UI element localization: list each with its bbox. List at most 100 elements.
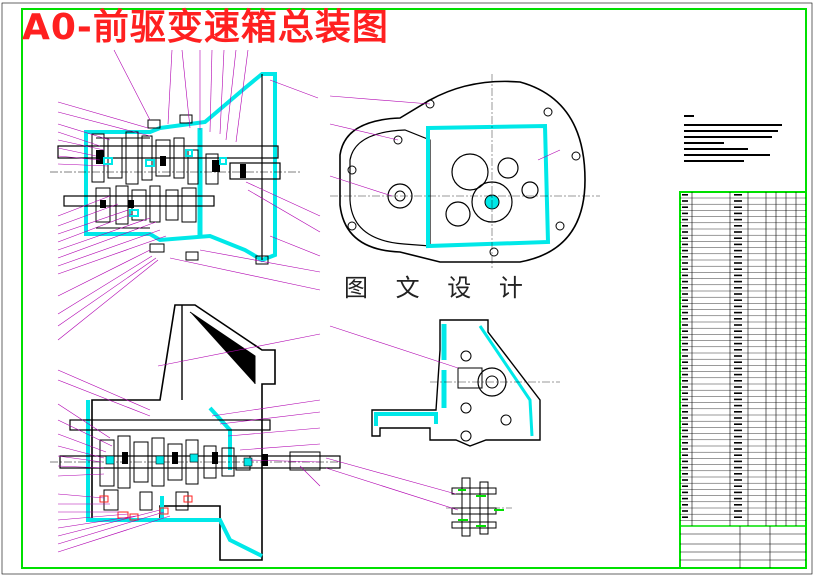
title-block-mark	[682, 311, 688, 314]
title-block-mark	[682, 417, 688, 419]
title-block-mark	[734, 212, 742, 215]
title-block-mark	[734, 237, 742, 239]
title-block-mark	[734, 392, 742, 394]
title-block-mark	[734, 466, 742, 469]
title-block-mark	[734, 510, 742, 512]
title-block-mark	[734, 256, 742, 258]
title-block-mark	[682, 336, 688, 339]
title-block-mark	[734, 460, 742, 463]
end-view-top	[330, 74, 600, 270]
title-block-mark	[682, 262, 688, 264]
title-block-mark	[682, 392, 688, 394]
title-block-mark	[682, 367, 688, 370]
title-block-mark	[682, 485, 688, 487]
leader-lines-bottom-center	[325, 325, 459, 511]
title-block-mark	[734, 336, 742, 339]
title-block-mark	[734, 293, 742, 295]
title-block-mark	[734, 349, 742, 351]
title-block-mark	[734, 479, 742, 481]
title-block-mark	[734, 299, 742, 301]
title-block-mark	[682, 287, 688, 289]
title-block-mark	[682, 330, 688, 332]
title-block-mark	[734, 218, 742, 221]
title-block-mark	[734, 497, 742, 500]
title-block-mark	[734, 516, 742, 518]
title-block-mark	[734, 361, 742, 363]
title-block-mark	[734, 342, 742, 345]
title-block-mark	[734, 398, 742, 401]
title-block-mark	[682, 404, 688, 407]
title-block-mark	[682, 206, 688, 208]
title-block-mark	[682, 200, 688, 202]
title-block-mark	[682, 293, 688, 295]
title-block-mark	[734, 262, 742, 264]
title-block-mark	[734, 411, 742, 413]
section-view-bottom-left	[50, 304, 341, 561]
leader-lines-top-left	[57, 49, 321, 341]
technical-notes	[684, 115, 782, 162]
title-block-mark	[734, 454, 742, 456]
title-block-mark	[682, 510, 688, 512]
title-block-mark	[682, 318, 688, 320]
title-block-mark	[734, 380, 742, 382]
title-block-mark	[734, 442, 742, 444]
title-block-mark	[682, 460, 688, 463]
title-block-mark	[734, 206, 742, 208]
title-block-mark	[682, 466, 688, 469]
title-block	[679, 191, 807, 569]
title-block-mark	[682, 349, 688, 351]
title-block-mark	[682, 516, 688, 518]
title-block-mark	[734, 504, 742, 506]
section-view-bottom-center	[371, 319, 560, 447]
title-block-mark	[682, 497, 688, 500]
title-block-mark	[682, 398, 688, 401]
title-block-mark	[682, 448, 688, 450]
title-block-mark	[682, 231, 688, 233]
title-block-mark	[682, 249, 688, 252]
title-block-mark	[682, 305, 688, 308]
title-block-mark	[734, 249, 742, 252]
title-block-mark	[682, 225, 688, 227]
title-block-mark	[734, 324, 742, 326]
title-block-mark	[682, 423, 688, 425]
title-block-mark	[734, 435, 742, 438]
title-block-mark	[682, 243, 688, 246]
title-block-mark	[734, 473, 742, 475]
watermark-text: 图 文 设 计	[340, 273, 537, 303]
title-block-mark	[734, 404, 742, 407]
title-block-mark	[682, 386, 688, 388]
title-block-mark	[734, 423, 742, 425]
title-block-mark	[734, 200, 742, 202]
title-block-mark	[682, 268, 688, 270]
title-block-mark	[734, 386, 742, 388]
title-block-mark	[682, 274, 688, 277]
title-block-mark	[682, 237, 688, 239]
title-block-mark	[682, 473, 688, 475]
title-block-mark	[734, 355, 742, 357]
title-block-mark	[682, 256, 688, 258]
title-block-mark	[734, 485, 742, 487]
title-block-mark	[734, 491, 742, 494]
title-block-mark	[734, 280, 742, 283]
title-block-mark	[734, 194, 742, 196]
title-block-mark	[682, 299, 688, 301]
title-block-mark	[734, 305, 742, 308]
title-block-mark	[734, 417, 742, 419]
leader-lines-bottom-left	[57, 333, 321, 553]
title-block-mark	[734, 367, 742, 370]
title-block-mark	[682, 435, 688, 438]
title-block-mark	[682, 380, 688, 382]
title-block-mark	[734, 287, 742, 289]
title-block-mark	[682, 280, 688, 283]
title-block-mark	[734, 429, 742, 432]
title-block-mark	[682, 342, 688, 345]
title-block-mark	[682, 454, 688, 456]
title-block-mark	[682, 429, 688, 432]
title-block-mark	[734, 318, 742, 320]
title-block-mark	[682, 355, 688, 357]
title-block-mark	[682, 361, 688, 363]
title-block-mark	[682, 373, 688, 376]
